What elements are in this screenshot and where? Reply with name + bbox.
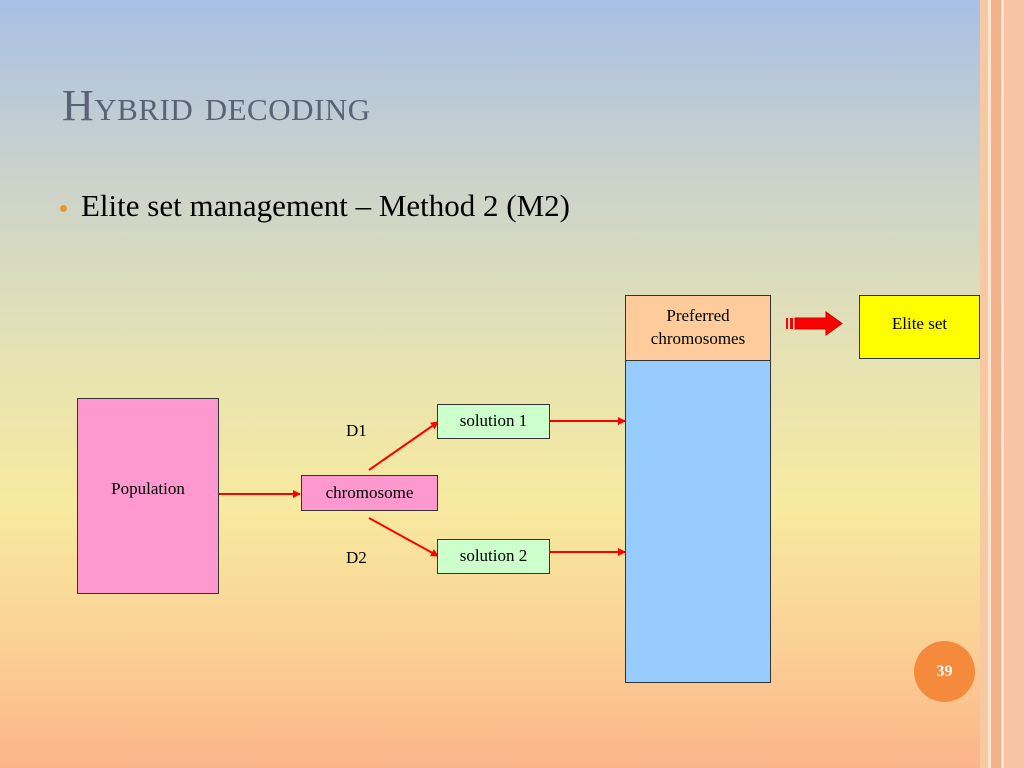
solution-2-label: solution 2 — [459, 546, 528, 566]
block-arrow-right-icon — [786, 311, 843, 336]
preferred-chromosomes-pool — [625, 360, 771, 683]
page-number: 39 — [936, 662, 953, 680]
d2-label: D2 — [346, 548, 367, 567]
page-number-badge: 39 — [914, 641, 975, 702]
solution-2-box: solution 2 — [437, 539, 550, 574]
bullet-dot-icon — [60, 204, 67, 212]
population-box: Population — [77, 398, 219, 594]
preferred-chromosomes-header: Preferred chromosomes — [625, 295, 771, 361]
right-border-decoration — [980, 0, 1024, 768]
bullet-item: Elite set management – Method 2 (M2) — [60, 188, 570, 224]
elite-set-label: Elite set — [891, 313, 948, 333]
d1-label: D1 — [346, 421, 367, 440]
solution-1-label: solution 1 — [459, 411, 528, 431]
chromosome-box: chromosome — [301, 475, 438, 511]
preferred-line-1: Preferred — [666, 306, 730, 326]
arrow-chromosome-to-solution-1 — [368, 421, 439, 471]
bullet-text: Elite set management – Method 2 (M2) — [81, 188, 570, 223]
arrow-chromosome-to-solution-2 — [368, 517, 439, 557]
preferred-line-2: chromosomes — [650, 329, 746, 348]
elite-set-box: Elite set — [859, 295, 980, 359]
solution-1-box: solution 1 — [437, 404, 550, 439]
slide-title: Hybrid decoding — [62, 81, 371, 130]
chromosome-label: chromosome — [325, 482, 414, 502]
population-label: Population — [111, 478, 185, 498]
